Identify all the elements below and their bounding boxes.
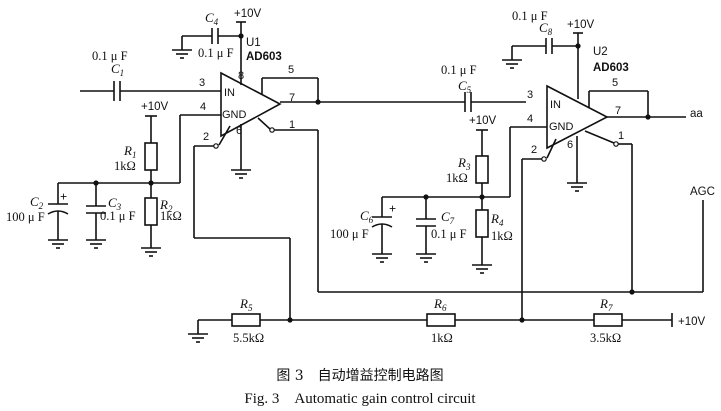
c5-ref: C5 — [458, 78, 472, 95]
r3-value: 1kΩ — [446, 171, 468, 185]
c6-ref: C6 — [360, 208, 374, 225]
u2-pin-1: 1 — [618, 130, 624, 142]
u2-amplifier: IN GND U2 AD603 — [546, 46, 629, 150]
u2-pin6-ground — [567, 136, 587, 192]
u2-pin-gnd-label: GND — [549, 121, 574, 133]
u2-pin-7: 7 — [615, 105, 621, 117]
u2-pin-5: 5 — [612, 77, 618, 89]
r7-ref: R7 — [599, 296, 613, 313]
u1-pin-in-label: IN — [224, 87, 235, 99]
c3-value: 0.1 μ F — [100, 209, 136, 223]
agc-net-label: AGC — [690, 186, 715, 198]
c6-polarity: + — [389, 202, 396, 216]
c1-value: 0.1 μ F — [92, 49, 128, 63]
c2-value: 100 μ F — [6, 210, 45, 224]
u2-pin-4: 4 — [527, 113, 533, 125]
output-net-label: aa — [690, 108, 703, 120]
r3-vcc-label: +10V — [469, 115, 497, 127]
r1-value: 1kΩ — [114, 159, 136, 173]
u2-gnd-bias-network — [371, 126, 547, 274]
c8-ref: C8 — [539, 20, 553, 37]
caption-english: Fig. 3 Automatic gain control circuit — [244, 391, 476, 407]
u1-pin-6: 6 — [236, 125, 242, 137]
r5-ref: R5 — [239, 296, 253, 313]
c1-ref: C1 — [111, 61, 124, 78]
c6-value: 100 μ F — [330, 227, 369, 241]
r4-ref: R4 — [490, 211, 504, 228]
r2-value: 1kΩ — [160, 209, 182, 223]
u1-pin-gnd-label: GND — [222, 109, 247, 121]
u2-pin-2: 2 — [531, 144, 537, 156]
u1-pin6-ground — [231, 124, 251, 179]
c3-ref: C3 — [108, 195, 122, 212]
u1-output-wiring — [261, 77, 526, 112]
input-wiring — [80, 81, 221, 101]
u1-pin-5: 5 — [288, 64, 294, 76]
u1-pin-4: 4 — [200, 101, 206, 113]
u1-amplifier: IN GND U1 AD603 — [220, 37, 282, 138]
r1-ref: R1 — [123, 143, 136, 160]
u2-supply-wiring — [502, 32, 583, 99]
u2-pin1-wiring — [584, 130, 704, 295]
c8-value: 0.1 μ F — [512, 9, 548, 23]
c2-ref: C2 — [30, 194, 44, 211]
r6-value: 1kΩ — [431, 331, 453, 345]
r6-ref: R6 — [433, 296, 447, 313]
chain-vcc-label: +10V — [678, 316, 706, 328]
u2-pin-6: 6 — [567, 139, 573, 151]
c2-polarity: + — [60, 190, 67, 204]
caption-chinese: 图 3 自动增益控制电路图 — [276, 368, 443, 384]
r3-ref: R3 — [457, 155, 471, 172]
u2-part-label: AD603 — [593, 62, 629, 74]
c5-value: 0.1 μ F — [441, 63, 477, 77]
u1-pin1-wiring — [257, 117, 703, 293]
u1-pin-1: 1 — [289, 119, 295, 131]
c4-value: 0.1 μ F — [198, 46, 234, 60]
c7-ref: C7 — [441, 209, 455, 226]
u1-pin2-wiring — [193, 125, 291, 320]
u1-pin-3: 3 — [199, 77, 205, 89]
r1-vcc-label: +10V — [141, 101, 169, 113]
u2-pin2-wiring — [521, 138, 557, 320]
divider-chain — [188, 313, 673, 343]
u1-pin-7: 7 — [289, 92, 295, 104]
c4-ref: C4 — [205, 10, 219, 27]
u1-part-label: AD603 — [246, 51, 282, 63]
u1-ref-label: U1 — [246, 37, 261, 49]
c7-value: 0.1 μ F — [431, 227, 467, 241]
u2-ref-label: U2 — [593, 46, 608, 58]
r5-value: 5.5kΩ — [233, 331, 264, 345]
u1-supply-wiring — [172, 21, 246, 85]
u1-vcc-label: +10V — [234, 8, 262, 20]
u1-gnd-bias-network — [47, 114, 221, 257]
u2-pin-3: 3 — [527, 89, 533, 101]
r7-value: 3.5kΩ — [590, 331, 621, 345]
u2-output-wiring — [588, 90, 686, 120]
u2-pin-in-label: IN — [550, 99, 561, 111]
u2-vcc-label: +10V — [567, 19, 595, 31]
r4-value: 1kΩ — [491, 229, 513, 243]
r2-ref: R2 — [159, 197, 173, 214]
u1-pin-2: 2 — [203, 131, 209, 143]
